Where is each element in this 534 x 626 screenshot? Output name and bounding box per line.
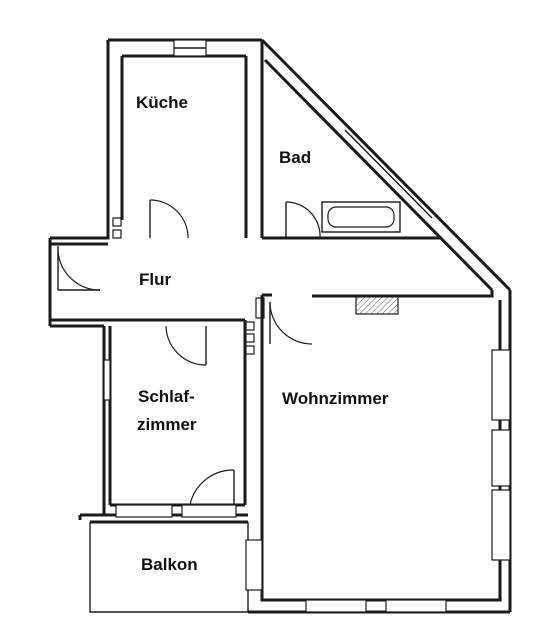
- shafts: [112, 217, 265, 355]
- walls: [48, 38, 512, 614]
- room-label-bedroom-line1: Schlaf-: [138, 387, 195, 406]
- room-label-hallway: Flur: [139, 270, 171, 289]
- room-label-bedroom-line2: zimmer: [137, 415, 197, 434]
- bathtub-icon: [321, 201, 401, 233]
- doors: [57, 199, 321, 506]
- room-label-living: Wohnzimmer: [282, 389, 389, 408]
- windows: [103, 39, 511, 613]
- room-label-bath: Bad: [279, 148, 311, 167]
- room-label-balcony: Balkon: [141, 555, 198, 574]
- room-label-kitchen: Küche: [136, 93, 188, 112]
- room-labels: Küche Bad Flur Schlaf- zimmer Wohnzimmer…: [136, 93, 389, 574]
